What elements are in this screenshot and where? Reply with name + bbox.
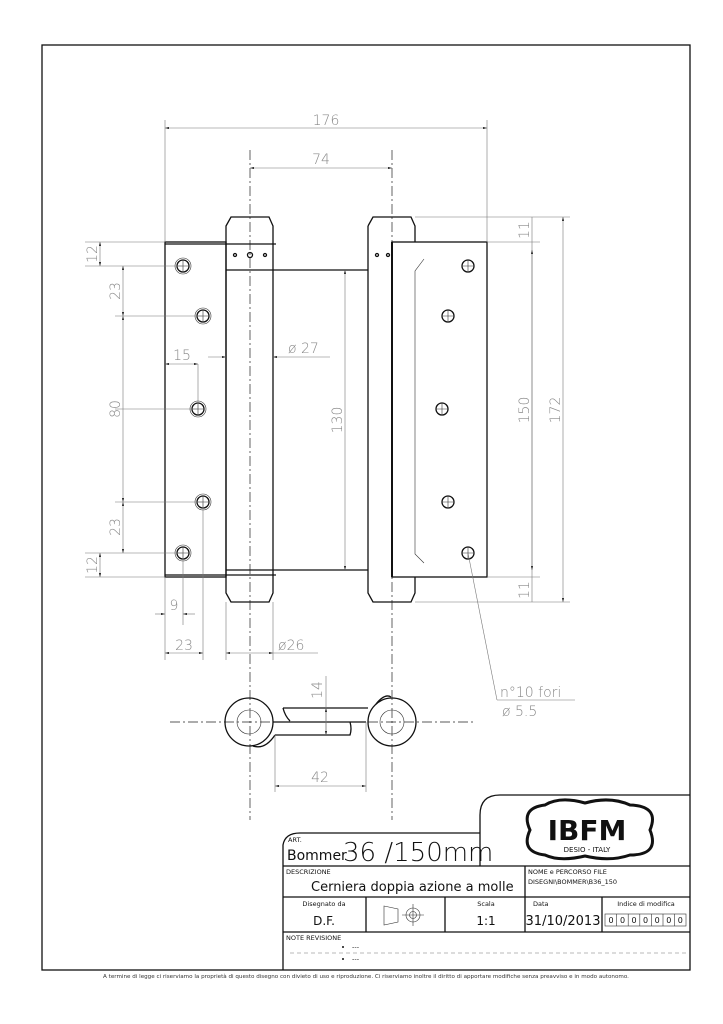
dim-diameter-27: ø 27 (288, 341, 319, 357)
right-leaf (391, 241, 488, 578)
left-leaf (164, 241, 227, 578)
dim-11-bottom: 11 (517, 581, 533, 599)
notes-label: NOTE REVISIONE (286, 934, 341, 942)
art-code: 36 /150mm (343, 838, 493, 868)
dim-80: 80 (108, 400, 124, 418)
dim-15: 15 (173, 348, 191, 364)
hinge-section-view: 14 42 (170, 676, 475, 792)
revision-digit: 0 (620, 916, 625, 925)
dim-23-bottom: 23 (108, 518, 124, 536)
dim-diameter-26: ø26 (278, 638, 304, 654)
dim-172: 172 (548, 397, 564, 424)
dim-150: 150 (517, 397, 533, 424)
date: 31/10/2013 (526, 914, 601, 929)
right-knuckle (367, 216, 416, 242)
revision-digit: 0 (655, 916, 660, 925)
revision-index: 0 0 0 0 0 0 0 (604, 913, 687, 927)
dim-11-top: 11 (517, 221, 533, 239)
dim-42: 42 (311, 770, 329, 786)
holes-diameter: ø 5.5 (502, 704, 537, 720)
title-block: ART. Bommer 36 /150mm IBFM DESIO - ITALY… (282, 794, 690, 970)
mounting-holes (174, 257, 475, 562)
hinge-front-view (164, 216, 488, 603)
dim-23-top: 23 (108, 282, 124, 300)
revision-digit: 0 (631, 916, 636, 925)
ibfm-logo: IBFM DESIO - ITALY (525, 798, 654, 861)
description: Cerniera doppia azione a molle (311, 880, 514, 895)
dim-23-width: 23 (175, 638, 193, 654)
scale: 1:1 (476, 914, 495, 928)
dim-14: 14 (310, 681, 326, 699)
drawn-by-label: Disegnato da (302, 900, 345, 908)
logo-subtext: DESIO - ITALY (564, 846, 611, 854)
note-item: --- (352, 955, 360, 963)
revision-digit: 0 (643, 916, 648, 925)
dim-9: 9 (170, 598, 179, 614)
projection-symbol-icon (383, 904, 424, 926)
drawn-by: D.F. (313, 914, 335, 928)
art-name: Bommer (287, 848, 347, 864)
art-label: ART. (288, 836, 302, 844)
revision-label: Indice di modifica (617, 900, 675, 908)
dim-12-top: 12 (85, 245, 101, 263)
description-label: DESCRIZIONE (286, 868, 331, 876)
left-knuckle (225, 216, 274, 603)
dim-130: 130 (330, 407, 346, 434)
revision-digit: 0 (666, 916, 671, 925)
dim-74: 74 (312, 152, 330, 168)
scale-label: Scala (477, 900, 494, 908)
holes-note: n°10 fori (500, 685, 561, 701)
dimensions: 176 74 12 23 80 23 12 15 ø 27 130 11 150… (85, 113, 575, 720)
drawing-frame (41, 44, 691, 971)
copyright-footer: A termine di legge ci riserviamo la prop… (103, 973, 629, 980)
file-label: NOME e PERCORSO FILE (528, 868, 607, 876)
revision-digit: 0 (678, 916, 683, 925)
revision-digit: 0 (608, 916, 613, 925)
dim-12-bottom: 12 (85, 556, 101, 574)
dim-176: 176 (313, 113, 340, 129)
file-path: DISEGNI\BOMMER\B36_150 (528, 878, 617, 886)
note-item: --- (352, 943, 360, 951)
logo-text: IBFM (548, 814, 627, 847)
date-label: Data (533, 900, 549, 908)
